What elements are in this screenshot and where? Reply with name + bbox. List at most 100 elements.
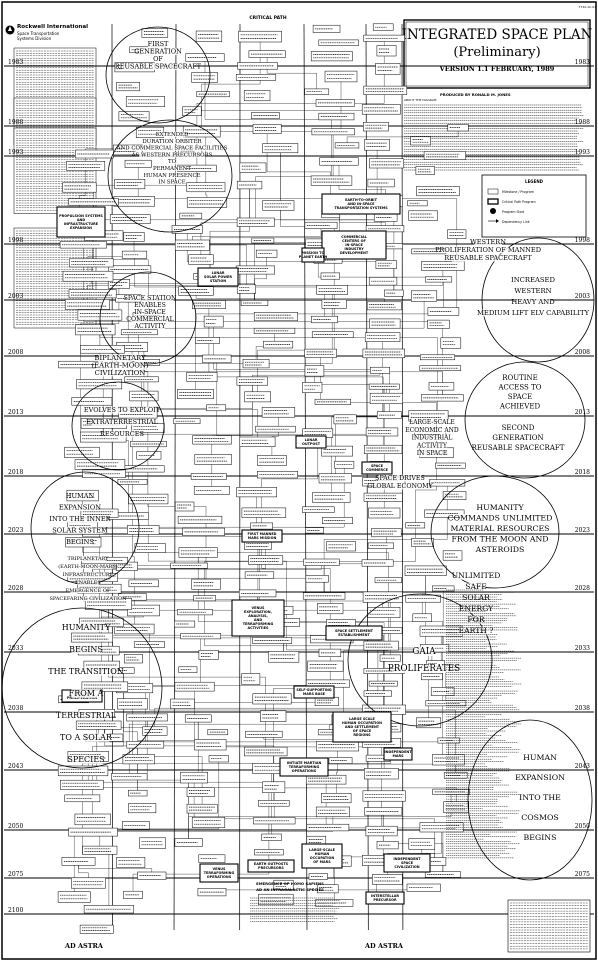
- theme-label-triplanetary: (EARTH-MOON-MARS): [58, 563, 118, 570]
- right-notes-column: [446, 589, 522, 859]
- theme-label-backdrop: [462, 604, 490, 613]
- program-box: [118, 111, 150, 122]
- theme-label-first-gen: FIRST: [148, 40, 169, 48]
- program-box: [315, 806, 350, 818]
- program-box: [117, 698, 148, 710]
- dependency-link: [209, 188, 250, 274]
- dependency-link: [208, 308, 384, 446]
- program-box: [134, 543, 166, 553]
- program-box: [372, 874, 403, 885]
- program-box: [236, 284, 256, 294]
- program-box: [191, 72, 218, 83]
- program-node-label: VENUS: [213, 867, 227, 871]
- program-box: [321, 793, 352, 804]
- program-box: [367, 542, 394, 549]
- program-box: [64, 446, 100, 458]
- dependency-link: [255, 134, 334, 218]
- program-node-label: HUMAN: [315, 852, 330, 856]
- year-label-right: 2013: [575, 409, 590, 416]
- footer: EMERGENCE OF HOMO SAPIENS AD AN INTRAGAL…: [64, 881, 404, 950]
- company-name: Rockwell International: [17, 24, 88, 30]
- theme-label-second-gen: GENERATION: [492, 434, 543, 442]
- program-node-label: SOLAR POWER: [204, 275, 232, 279]
- theme-label-triplanetary: ENABLES: [75, 580, 101, 586]
- program-box: [244, 746, 288, 757]
- program-box: [310, 175, 353, 186]
- program-box: [260, 710, 287, 722]
- theme-label-space-station: ENABLES: [134, 302, 166, 309]
- program-box: [404, 565, 447, 576]
- program-box: [239, 162, 267, 173]
- theme-label-backdrop: [131, 315, 169, 323]
- theme-label-backdrop: [505, 374, 535, 382]
- theme-label-backdrop: [60, 711, 112, 720]
- theme-label-large-scale: INDUSTRIAL: [412, 435, 453, 442]
- program-node: [197, 267, 239, 287]
- program-box: [174, 681, 215, 692]
- program-box: [192, 300, 226, 309]
- program-box: [364, 768, 399, 780]
- dependency-link: [198, 714, 382, 780]
- program-box: [123, 232, 145, 242]
- program-box: [369, 158, 404, 169]
- program-box: [114, 623, 155, 635]
- program-node-label: REGIONS: [353, 733, 371, 737]
- program-node-label: EXPANSION: [70, 226, 92, 230]
- theme-label-humanity-begins: BEGINS: [69, 645, 103, 654]
- theme-label-backdrop: [525, 833, 555, 842]
- program-node-label: INDEPENDENT: [393, 857, 421, 861]
- program-box: [316, 741, 359, 752]
- produced-by: PRODUCED BY RONALD M. JONES: [440, 92, 511, 97]
- program-box: [125, 96, 165, 107]
- theme-label-humanity-begins: SPECIES: [67, 755, 104, 764]
- program-node: [301, 843, 343, 869]
- program-box: [273, 879, 294, 890]
- theme-label-routine-access: ROUTINE: [502, 374, 538, 382]
- program-box: [363, 640, 399, 651]
- program-box: [411, 290, 438, 302]
- program-box: [307, 660, 344, 672]
- program-box: [66, 161, 106, 171]
- theme-circle-increased-western: [481, 237, 595, 363]
- program-box: [139, 837, 166, 849]
- program-box: [236, 376, 268, 386]
- program-box: [368, 680, 398, 687]
- program-box: [316, 285, 348, 295]
- year-label-right: 2075: [575, 871, 590, 878]
- program-box: [121, 250, 148, 259]
- theme-circle-gaia: [347, 593, 493, 727]
- theme-label-western-proliferation: REUSABLE SPACECRAFT: [444, 254, 532, 262]
- program-box: [193, 486, 230, 495]
- program-box: [375, 63, 401, 75]
- program-box: [440, 337, 462, 349]
- theme-label-increased-western: WESTERN: [514, 287, 551, 295]
- program-box: [252, 693, 292, 705]
- program-box: [304, 365, 325, 377]
- program-node: [301, 247, 325, 263]
- theme-label-backdrop: [459, 514, 541, 523]
- program-box: [442, 550, 463, 561]
- program-node-label: SELF-SUPPORTING: [296, 688, 331, 692]
- program-box: [253, 312, 298, 322]
- theme-label-backdrop: [69, 492, 91, 500]
- year-label-left: 1983: [8, 59, 23, 66]
- theme-label-backdrop: [53, 515, 107, 523]
- theme-label-triplanetary: TRIPLANETARY: [68, 556, 110, 562]
- theme-label-increased-western: MEDIUM LIFT ELV CAPABILITY: [477, 309, 590, 317]
- theme-circles: [1, 26, 595, 881]
- program-box: [75, 324, 116, 336]
- theme-label-backdrop: [413, 646, 435, 656]
- program-box: [429, 479, 466, 487]
- program-box: [177, 389, 214, 399]
- program-box: [192, 435, 232, 445]
- program-box: [107, 279, 130, 289]
- dependency-link: [149, 641, 456, 779]
- theme-label-evolves: EVOLVES TO EXPLOIT: [84, 406, 161, 414]
- program-node: [295, 435, 327, 449]
- title-block: INTEGRATED SPACE PLAN (Preliminary) VERS…: [402, 19, 593, 89]
- program-box: [79, 924, 114, 934]
- theme-label-western-proliferation: PROLIFERATION OF MANNED: [435, 246, 541, 254]
- theme-label-humanity-begins: TERRESTRIAL: [56, 711, 117, 720]
- program-box: [410, 136, 431, 146]
- program-box: [427, 319, 450, 329]
